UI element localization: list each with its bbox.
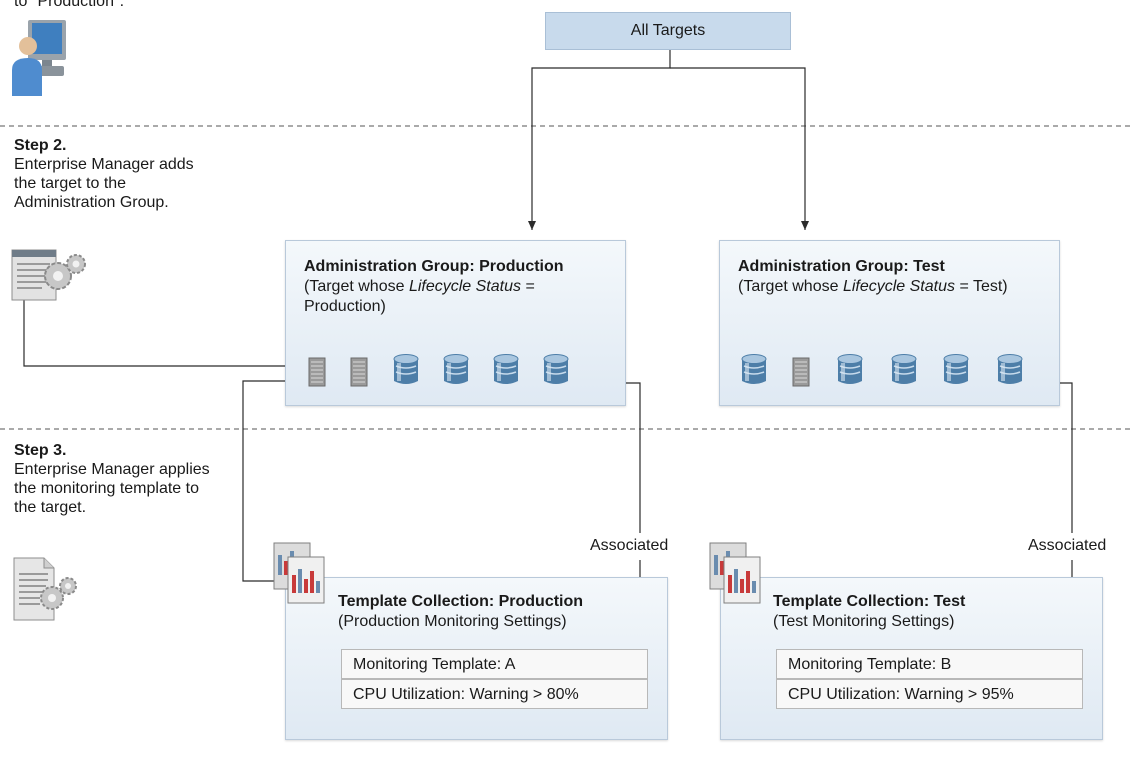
connector-step2-to-production <box>23 300 298 370</box>
database-icon <box>393 354 419 384</box>
database-icon <box>837 354 863 384</box>
user-computer-icon <box>12 20 66 96</box>
connector-test-associated <box>1058 382 1073 533</box>
template-gear-icon <box>13 557 77 621</box>
intro-text: to "Production". <box>14 0 125 10</box>
template-collection-test: Template Collection: Test (Test Monitori… <box>720 577 1103 740</box>
production-target-icons <box>308 353 608 387</box>
connector-production-associated <box>624 382 641 533</box>
admin-group-production: Administration Group: Production (Target… <box>285 240 626 406</box>
admin-group-test: Administration Group: Test (Target whose… <box>719 240 1060 406</box>
admin-group-test-title: Administration Group: Test <box>738 258 945 275</box>
test-target-icons <box>740 353 1040 387</box>
template-collection-production-title: Template Collection: Production <box>338 593 584 610</box>
admin-group-test-desc-em: Lifecycle Status <box>842 278 955 295</box>
admin-group-production-desc-suffix: = Production) <box>304 278 535 315</box>
database-icon <box>943 354 969 384</box>
step-3-label: Step 3. <box>14 442 67 459</box>
admin-group-production-desc-prefix: (Target whose <box>304 278 409 295</box>
associated-label-production: Associated <box>590 537 669 554</box>
connector-all-to-production <box>528 49 671 230</box>
template-collection-test-subtitle: (Test Monitoring Settings) <box>773 613 955 630</box>
template-collection-production-text: Template Collection: Production (Product… <box>338 592 658 632</box>
report-chart-icon <box>273 542 325 604</box>
threshold-rule-row: CPU Utilization: Warning > 95% <box>776 679 1083 709</box>
database-icon <box>997 354 1023 384</box>
server-icon <box>792 357 810 387</box>
database-icon <box>741 354 767 384</box>
step-2-text: Step 2. Enterprise Manager adds the targ… <box>14 136 244 212</box>
template-collection-test-text: Template Collection: Test (Test Monitori… <box>773 592 1093 632</box>
associated-label-test: Associated <box>1028 537 1107 554</box>
admin-group-test-desc-suffix: = Test) <box>955 278 1008 295</box>
database-icon <box>543 354 569 384</box>
step-3-text: Step 3. Enterprise Manager applies the m… <box>14 441 244 517</box>
monitoring-template-row: Monitoring Template: B <box>776 649 1083 679</box>
template-collection-test-title: Template Collection: Test <box>773 593 966 610</box>
step-2-description: Enterprise Manager adds the target to th… <box>14 156 194 211</box>
database-icon <box>443 354 469 384</box>
all-targets-box: All Targets <box>545 12 791 50</box>
step-2-label: Step 2. <box>14 137 67 154</box>
template-collection-production-subtitle: (Production Monitoring Settings) <box>338 613 567 630</box>
admin-group-production-text: Administration Group: Production (Target… <box>304 257 604 317</box>
database-icon <box>891 354 917 384</box>
admin-group-production-title: Administration Group: Production <box>304 258 564 275</box>
report-chart-icon <box>709 542 761 604</box>
server-icon <box>350 357 368 387</box>
database-icon <box>493 354 519 384</box>
document-gear-icon <box>11 249 86 301</box>
step-3-description: Enterprise Manager applies the monitorin… <box>14 461 210 516</box>
connector-template-to-production <box>242 377 298 582</box>
threshold-rule-row: CPU Utilization: Warning > 80% <box>341 679 648 709</box>
server-icon <box>308 357 326 387</box>
admin-group-test-text: Administration Group: Test (Target whose… <box>738 257 1038 297</box>
connector-all-to-test <box>670 67 809 230</box>
monitoring-template-row: Monitoring Template: A <box>341 649 648 679</box>
template-collection-production: Template Collection: Production (Product… <box>285 577 668 740</box>
admin-group-test-desc-prefix: (Target whose <box>738 278 843 295</box>
admin-group-production-desc-em: Lifecycle Status <box>408 278 521 295</box>
